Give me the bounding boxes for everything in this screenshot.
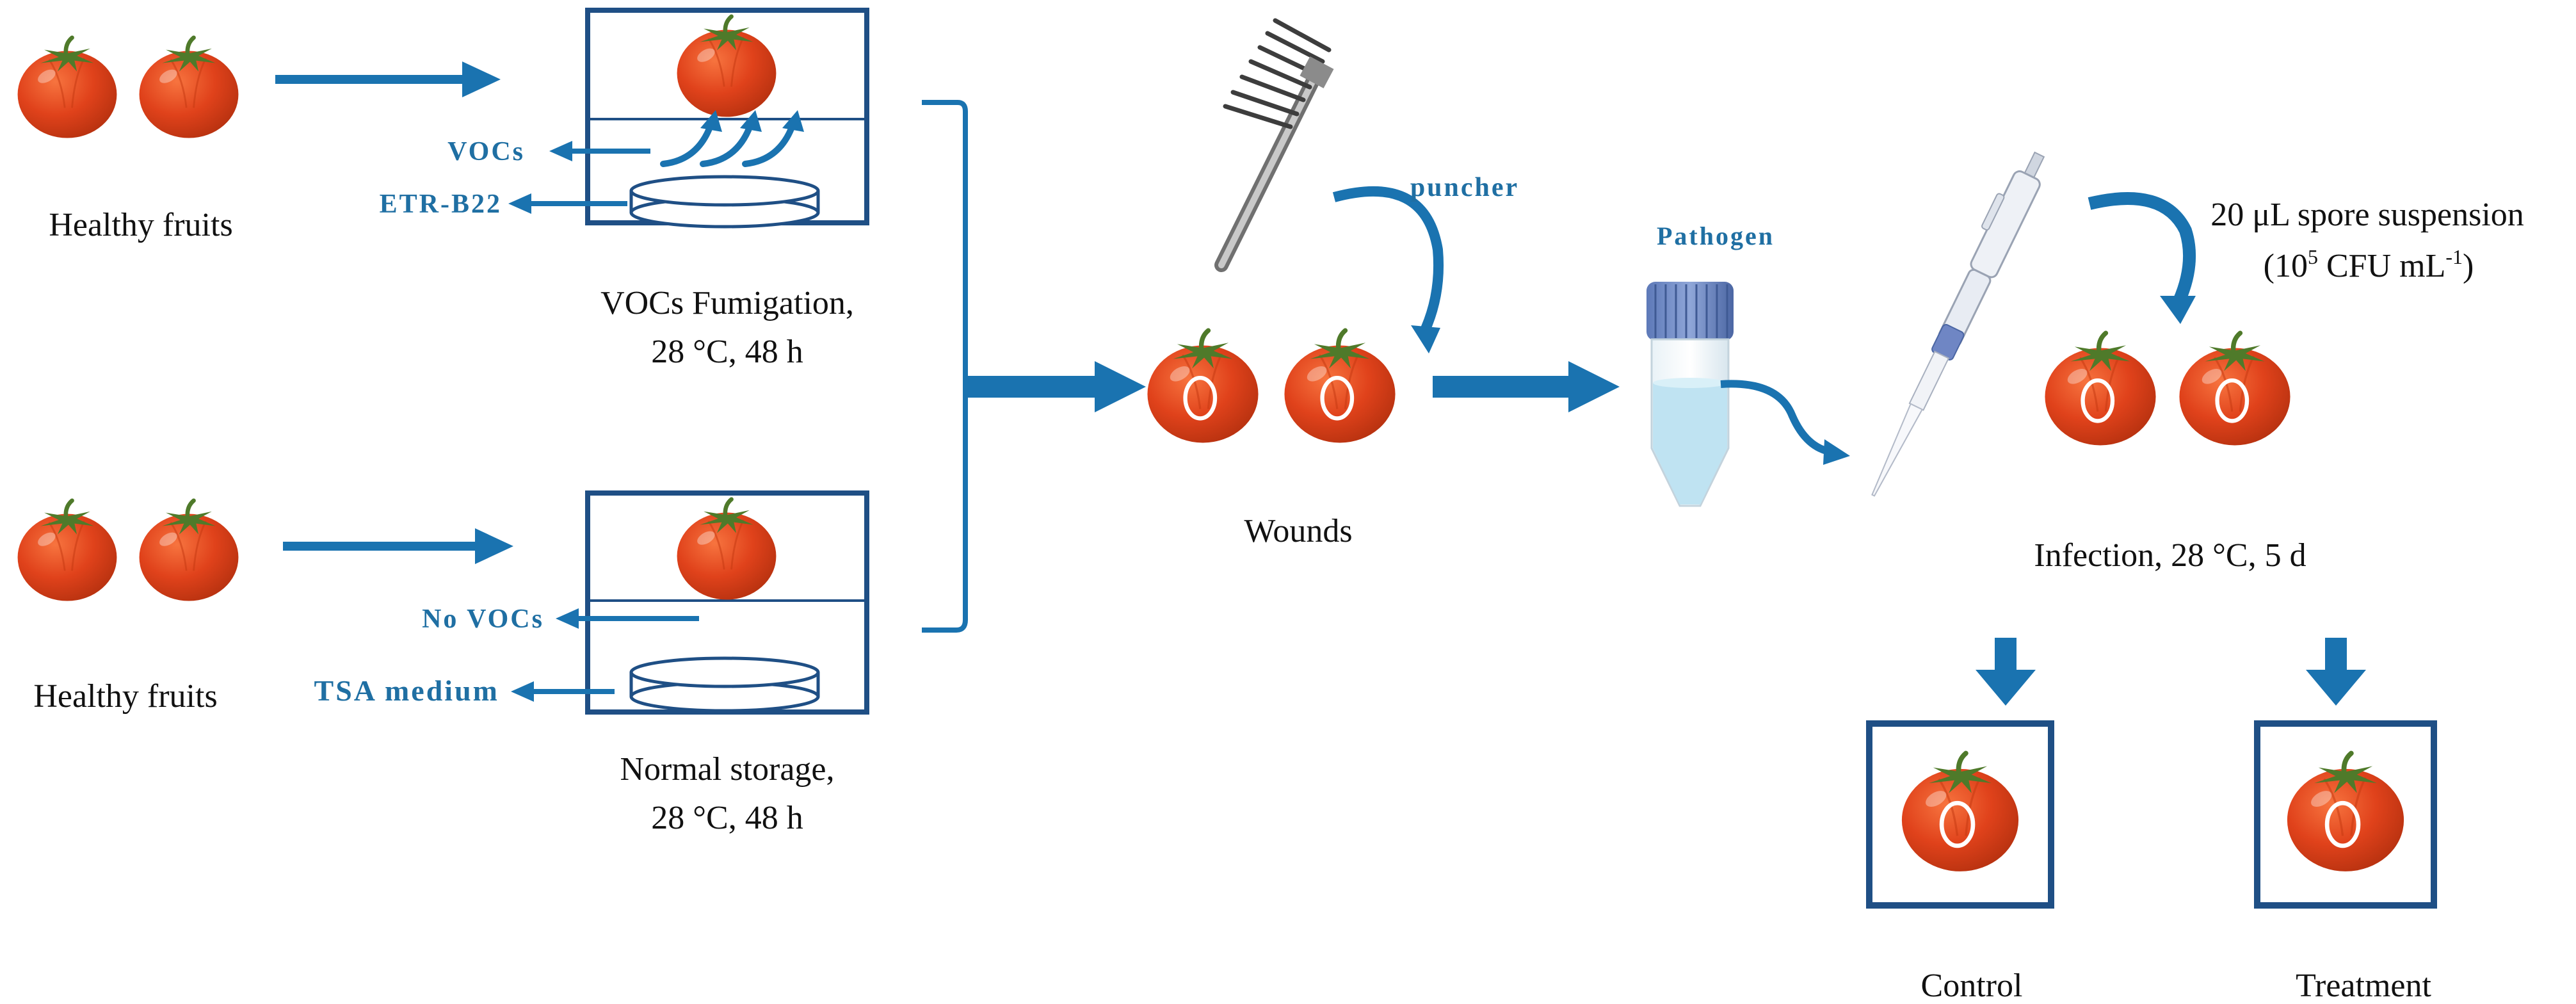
pipette-icon bbox=[1871, 151, 2045, 497]
puncher-arrow bbox=[1332, 186, 1444, 336]
treatment-outcome: Treatment bbox=[2254, 638, 2437, 1004]
puncher-icon bbox=[1214, 18, 1334, 272]
transfer-arrow bbox=[1720, 380, 1833, 456]
falcon-tube-icon bbox=[1646, 282, 1734, 507]
infection-label: Infection, 28 °C, 5 d bbox=[2034, 537, 2306, 574]
arrow-head bbox=[462, 61, 501, 97]
arrow-head bbox=[475, 528, 513, 564]
outcomes: Control Treatment bbox=[1866, 638, 2437, 1004]
arrow-head bbox=[2160, 296, 2196, 324]
tomato-icon bbox=[2045, 333, 2155, 445]
tomato-icon bbox=[2179, 333, 2290, 445]
arrow-head bbox=[1568, 361, 1620, 412]
voc-arrow-heads bbox=[700, 110, 804, 132]
arrow-head bbox=[508, 193, 531, 214]
tomato-icon bbox=[140, 38, 239, 138]
tomato-icon bbox=[1147, 330, 1258, 442]
tomato-icon bbox=[18, 501, 117, 601]
medium-label: TSA medium bbox=[314, 674, 499, 707]
control-label: Control bbox=[1921, 968, 2023, 1004]
pathogen-step: Pathogen bbox=[1646, 222, 1850, 507]
arrow-head bbox=[549, 141, 572, 161]
tomato-icon bbox=[677, 499, 777, 600]
treatment-label: Treatment bbox=[2296, 968, 2431, 1004]
wounding-step: puncher Wounds bbox=[1147, 18, 1519, 549]
fumigation-condition-line1: VOCs Fumigation, bbox=[600, 285, 854, 321]
control-outcome: Control bbox=[1866, 638, 2054, 1004]
fumigation-branch: Healthy fruits VOCs bbox=[18, 8, 869, 370]
arrow-head bbox=[556, 608, 579, 629]
suspension-volume-label: 20 μL spore suspension bbox=[2210, 197, 2524, 233]
vocs-label: VOCs bbox=[447, 137, 525, 166]
pathogen-label: Pathogen bbox=[1657, 222, 1775, 250]
spore-concentration-label: (105 CFU mL-1) bbox=[2264, 245, 2474, 284]
storage-condition-line1: Normal storage, bbox=[620, 751, 834, 788]
arrow-head bbox=[1411, 325, 1440, 353]
tomato-icon bbox=[18, 38, 117, 138]
petri-dish-icon bbox=[629, 656, 820, 713]
merge-bracket bbox=[922, 100, 1146, 633]
inoculate-arrow bbox=[2088, 192, 2196, 304]
petri-dish-icon bbox=[629, 175, 820, 229]
healthy-fruits-label: Healthy fruits bbox=[49, 207, 232, 243]
storage-branch: Healthy fruits No VOCs TSA medium Normal… bbox=[18, 490, 869, 836]
healthy-fruits-label: Healthy fruits bbox=[33, 678, 217, 715]
storage-condition-line2: 28 °C, 48 h bbox=[651, 800, 803, 836]
arrow-head bbox=[1823, 439, 1850, 465]
fumigation-condition-line2: 28 °C, 48 h bbox=[651, 334, 803, 370]
no-vocs-label: No VOCs bbox=[422, 604, 544, 634]
tomato-icon bbox=[2287, 753, 2404, 871]
tomato-icon bbox=[1902, 753, 2018, 871]
voc-rising-arrows bbox=[660, 122, 796, 167]
tomato-icon bbox=[677, 17, 777, 117]
tomato-icon bbox=[1284, 330, 1395, 442]
inoculation-step: 20 μL spore suspension (105 CFU mL-1) In… bbox=[1871, 151, 2524, 574]
arrow-head bbox=[511, 681, 534, 702]
tomato-icon bbox=[140, 501, 239, 601]
strain-label: ETR-B22 bbox=[380, 190, 502, 219]
puncher-label: puncher bbox=[1410, 173, 1519, 202]
wounds-label: Wounds bbox=[1244, 513, 1352, 549]
